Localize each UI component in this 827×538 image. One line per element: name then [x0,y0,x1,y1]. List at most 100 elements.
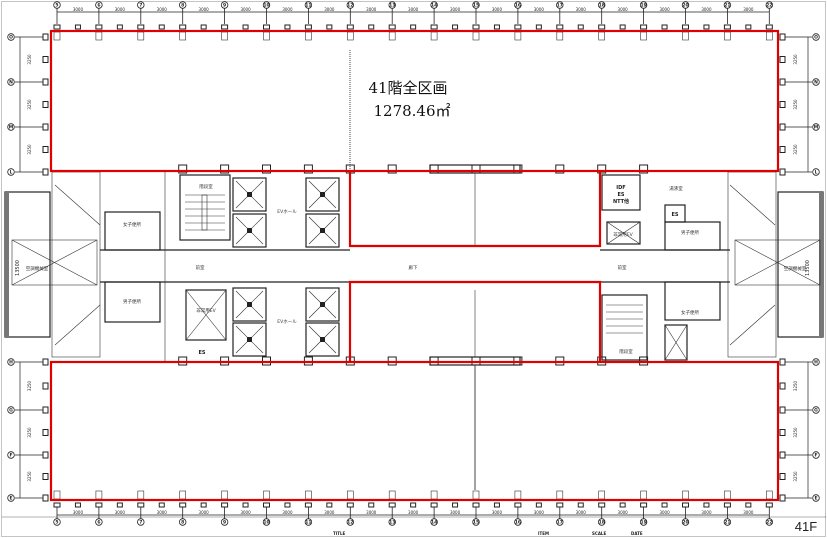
room-ahu-right: 空調機械室 [784,265,807,272]
mullion [263,490,270,500]
grid-bubble-left [7,358,15,366]
column-marker [779,358,786,366]
title-block-scale: SCALE [592,531,606,536]
grid-lines: 5530003000663000300077300030008830003000… [7,1,820,526]
mullion [640,490,647,500]
mullion [514,490,522,500]
room-womens-left: 女子便所 [123,221,141,228]
room-kitchenette: 湯沸室 [669,185,683,192]
mullion [95,31,103,41]
elevator-car-icon [320,302,325,307]
grid-label-column-top: 10 [263,3,269,9]
grid-label-column-top: 16 [515,3,521,9]
column-marker [42,168,49,176]
core-walls [100,174,730,361]
grid-bubble-left [7,78,15,86]
mullion [137,31,145,41]
grid-bubble-right [812,168,820,176]
dimension-top: 3000 [743,7,754,12]
elevator-shaft [305,177,340,212]
row-dimension-right: 3250 [793,144,798,155]
elevator-shaft [305,287,340,322]
column-marker [682,24,689,30]
column-marker [95,502,103,508]
column-marker [703,24,710,30]
column-marker [723,502,731,508]
dimension-top: 3000 [240,7,251,12]
mullion [179,490,186,500]
core-column [387,164,397,174]
grid-label-column-bottom: 21 [724,520,730,526]
row-dimension-left: 3250 [27,99,32,110]
column-marker [74,502,81,508]
dimension-bottom: 3000 [157,510,168,515]
office-area-south[interactable] [49,360,780,502]
grid-label-column-bottom: 10 [263,520,269,526]
grid-label-column-top: 15 [473,3,479,9]
mullion [221,31,228,41]
grid-label-column-top: 14 [431,3,437,9]
grid-label-row-right: L [815,170,818,176]
column-marker [42,123,49,131]
column-marker [661,24,668,30]
column-marker [779,123,786,131]
column-marker [179,24,187,30]
column-marker [779,494,786,502]
room-mens-right: 男子便所 [681,229,699,236]
grid-label-column-bottom: 13 [389,520,395,526]
mullion [137,490,145,500]
grid-label-column-top: 13 [389,3,395,9]
room-stair-right: 階段室 [619,348,633,355]
mullion [53,31,61,41]
column-marker [74,24,81,30]
mullion [682,490,689,500]
column-marker [42,382,49,390]
grid-label-column-bottom: 15 [473,520,479,526]
mullion [724,490,731,500]
room-emergency-ev-left: 非常用EV [196,307,216,314]
row-dimension-right: 3250 [793,54,798,65]
grid-bubble-right [812,406,820,414]
column-marker [242,502,249,508]
column-marker [779,473,786,480]
column-marker [765,24,773,30]
grid-label-column-bottom: 22 [766,520,772,526]
column-marker [514,502,522,508]
column-marker [200,24,207,30]
dimension-bottom: 3000 [199,510,210,515]
dimension-top: 3000 [115,7,126,12]
row-dimension-right: 3250 [793,99,798,110]
title-block-item: ITEM [538,531,549,536]
core-column [303,164,313,174]
column-marker [368,502,375,508]
grid-label-column-bottom: 7 [139,520,142,526]
column-marker [42,406,49,414]
grid-label-column-top: 22 [766,3,772,9]
column-marker [640,24,648,30]
grid-bubble-left [7,406,15,414]
column-marker [326,24,333,30]
elevator-car-icon [320,228,325,233]
mullion [598,490,606,500]
column-marker [779,146,786,153]
grid-label-row-right: G [814,408,818,414]
column-marker [779,78,786,86]
column-marker [598,24,606,30]
office-area-north[interactable] [49,29,780,173]
mullion [388,31,396,41]
elevator-shafts [232,177,340,357]
row-dimension-left: 3250 [27,427,32,438]
core-column [597,164,607,174]
grid-label-row-right: E [814,496,817,502]
grid-label-row-right: F [814,453,817,459]
grid-label-column-bottom: 5 [55,520,58,526]
grid-label-column-bottom: 17 [557,520,563,526]
row-dimension-right: 3250 [793,427,798,438]
column-marker [326,502,333,508]
grid-label-row-left: H [9,360,13,366]
dimension-bottom: 3000 [701,510,712,515]
column-marker [745,24,752,30]
